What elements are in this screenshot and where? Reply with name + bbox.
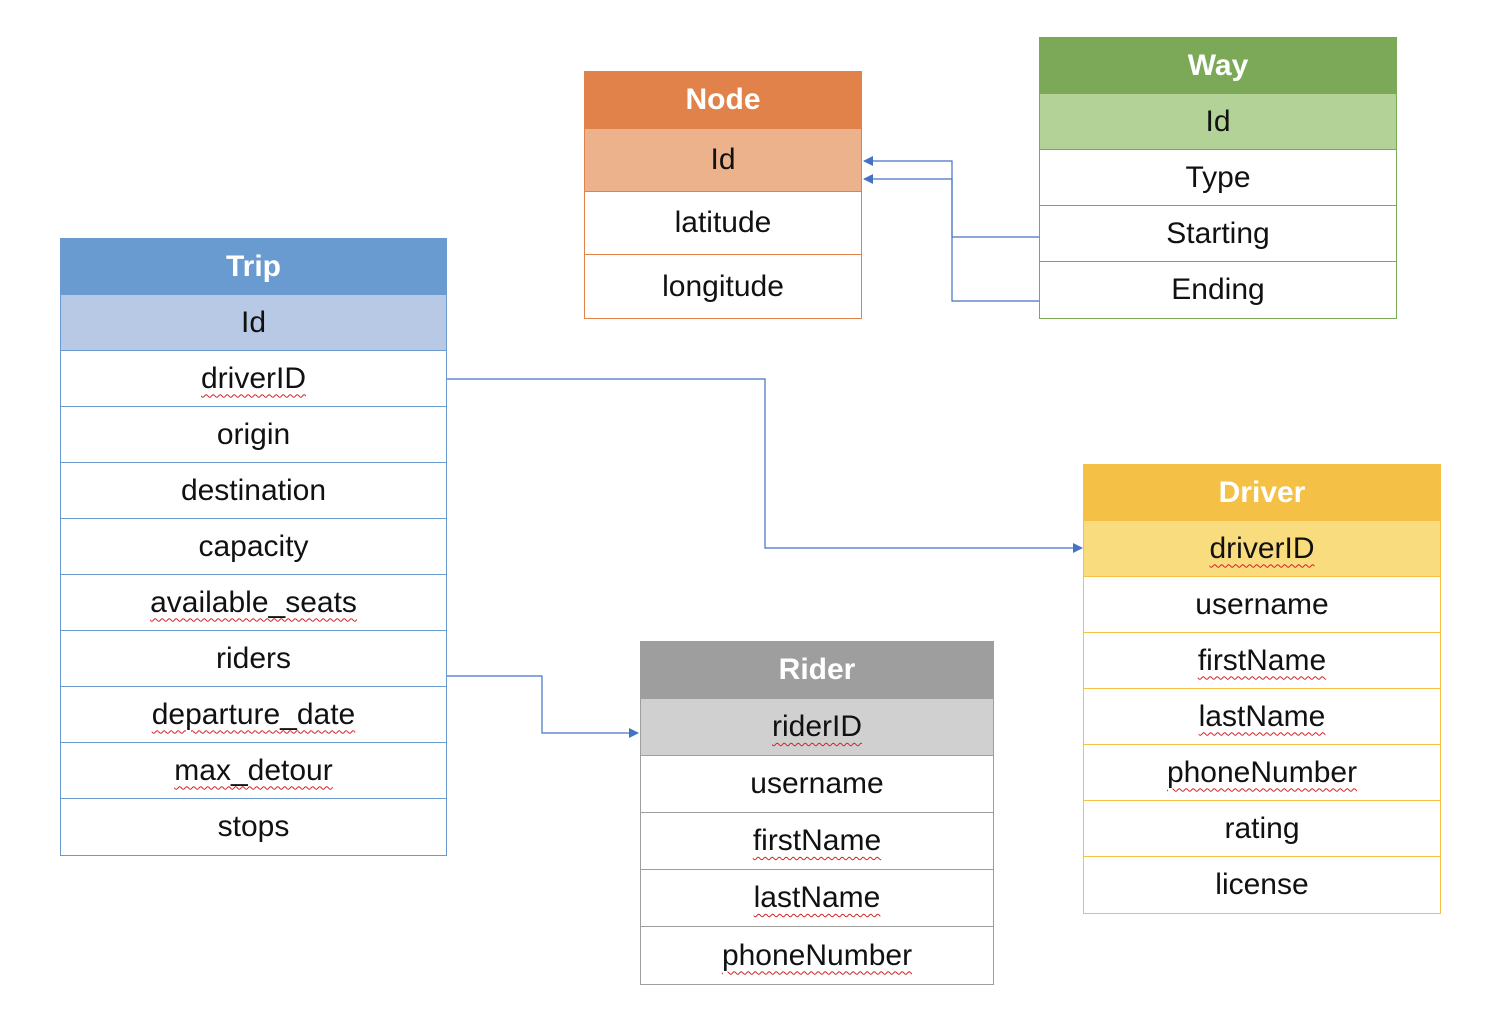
entity-field: destination bbox=[61, 463, 446, 519]
entity-node: Node Id latitude longitude bbox=[584, 71, 862, 319]
entity-field: lastName bbox=[1084, 689, 1440, 745]
entity-title: Node bbox=[585, 72, 861, 129]
field-label: Id bbox=[240, 305, 267, 339]
entity-title: Way bbox=[1040, 38, 1396, 94]
connector-way-starting-to-node bbox=[863, 156, 1041, 238]
field-label: stops bbox=[217, 810, 290, 843]
entity-field: Type bbox=[1040, 150, 1396, 206]
entity-field: license bbox=[1084, 857, 1440, 913]
field-label: departure_date bbox=[151, 697, 356, 731]
entity-field-primary-key: riderID bbox=[641, 699, 993, 756]
connector-trip-riders-to-rider bbox=[447, 675, 639, 738]
entity-field: phoneNumber bbox=[641, 927, 993, 984]
field-label: driverID bbox=[200, 361, 306, 395]
entity-field: max_detour bbox=[61, 743, 446, 799]
field-label: max_detour bbox=[174, 753, 333, 787]
entity-field: departure_date bbox=[61, 687, 446, 743]
field-label: Ending bbox=[1171, 273, 1265, 306]
field-label: riders bbox=[215, 641, 291, 675]
field-label: lastName bbox=[1198, 699, 1326, 733]
entity-field: firstName bbox=[641, 813, 993, 870]
entity-title: Trip bbox=[61, 239, 446, 295]
field-label: latitude bbox=[674, 206, 772, 239]
field-label: driverID bbox=[1209, 531, 1315, 565]
entity-field-primary-key: Id bbox=[1040, 94, 1396, 150]
entity-field-primary-key: driverID bbox=[1084, 521, 1440, 577]
entity-field-primary-key: Id bbox=[585, 129, 861, 192]
field-label: Id bbox=[710, 143, 736, 176]
entity-field: phoneNumber bbox=[1084, 745, 1440, 801]
entity-field: firstName bbox=[1084, 633, 1440, 689]
field-label: longitude bbox=[662, 269, 784, 303]
entity-field: Starting bbox=[1040, 206, 1396, 262]
entity-field: available_seats bbox=[61, 575, 446, 631]
entity-field: username bbox=[1084, 577, 1440, 633]
field-label: available_seats bbox=[150, 585, 357, 619]
field-label: username bbox=[750, 767, 884, 800]
field-label: destination bbox=[180, 473, 327, 507]
entity-field: capacity bbox=[61, 519, 446, 575]
field-label: rating bbox=[1224, 811, 1300, 845]
field-label: lastName bbox=[753, 881, 881, 914]
field-label: capacity bbox=[198, 529, 309, 563]
field-label: firstName bbox=[752, 824, 882, 857]
entity-way: Way Id Type Starting Ending bbox=[1039, 37, 1397, 319]
entity-field: rating bbox=[1084, 801, 1440, 857]
connector-trip-driverid-to-driver bbox=[447, 378, 1083, 553]
field-label: phoneNumber bbox=[721, 938, 913, 972]
field-label: origin bbox=[216, 417, 291, 451]
entity-field: stops bbox=[61, 799, 446, 855]
entity-field: lastName bbox=[641, 870, 993, 927]
entity-rider: Rider riderID username firstName lastNam… bbox=[640, 641, 994, 985]
field-label: Starting bbox=[1166, 216, 1270, 250]
entity-driver: Driver driverID username firstName lastN… bbox=[1083, 464, 1441, 914]
field-label: Type bbox=[1185, 160, 1251, 194]
entity-title: Rider bbox=[641, 642, 993, 699]
entity-field: longitude bbox=[585, 255, 861, 318]
field-label: username bbox=[1195, 587, 1329, 621]
entity-field: username bbox=[641, 756, 993, 813]
field-label: phoneNumber bbox=[1166, 755, 1358, 789]
entity-field: Ending bbox=[1040, 262, 1396, 318]
field-label: firstName bbox=[1197, 643, 1327, 677]
entity-field: riders bbox=[61, 631, 446, 687]
entity-field: latitude bbox=[585, 192, 861, 255]
entity-field-primary-key: Id bbox=[61, 295, 446, 351]
field-label: license bbox=[1215, 868, 1309, 901]
field-label: Id bbox=[1205, 104, 1231, 138]
field-label: riderID bbox=[771, 710, 862, 743]
entity-trip: Trip Id driverID origin destination capa… bbox=[60, 238, 447, 856]
connector-way-ending-to-node bbox=[863, 174, 1041, 302]
entity-field: origin bbox=[61, 407, 446, 463]
entity-title: Driver bbox=[1084, 465, 1440, 521]
entity-field: driverID bbox=[61, 351, 446, 407]
